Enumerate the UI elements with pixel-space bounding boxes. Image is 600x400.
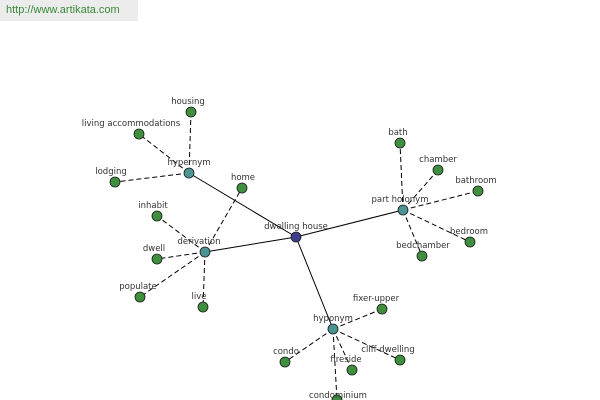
node-label-bedroom: bedroom [450, 227, 488, 237]
node-label-part-holonym: part holonym [372, 195, 429, 205]
node-dwelling-house[interactable] [290, 231, 302, 243]
labels-layer: dwelling house hypernym derivation part hol… [82, 97, 497, 400]
edge-part-holonym-to-bedchamber [402, 209, 423, 257]
node-lodging[interactable] [109, 176, 121, 188]
node-label-living-accommodations: living accommodations [82, 119, 181, 129]
edge-dwelling-house-to-part-holonym [295, 209, 404, 238]
node-hyponym[interactable] [327, 323, 339, 335]
edge-hyponym-to-condominium [332, 328, 338, 400]
edge-hyponym-to-condo [284, 328, 334, 363]
node-condo[interactable] [279, 356, 291, 368]
node-fixer-upper[interactable] [376, 303, 388, 315]
node-label-dwell: dwell [143, 244, 165, 254]
node-bath[interactable] [394, 137, 406, 149]
edge-dwelling-house-to-hyponym [295, 236, 334, 330]
node-part-holonym[interactable] [397, 204, 409, 216]
edge-derivation-to-populate [139, 251, 206, 298]
edge-hypernym-to-lodging [114, 172, 190, 183]
edge-part-holonym-to-bathroom [402, 190, 479, 211]
node-label-fixer-upper: fixer-upper [353, 294, 400, 304]
edge-hyponym-to-cliff-dwelling [332, 328, 401, 361]
node-label-populate: populate [119, 282, 157, 292]
node-dwell[interactable] [151, 253, 163, 265]
node-cliff-dwelling[interactable] [394, 354, 406, 366]
node-label-inhabit: inhabit [138, 201, 168, 211]
node-label-bedchamber: bedchamber [396, 241, 450, 251]
node-label-lodging: lodging [95, 167, 127, 177]
edge-part-holonym-to-chamber [402, 169, 439, 211]
node-bedroom[interactable] [464, 236, 476, 248]
node-chamber[interactable] [432, 164, 444, 176]
node-label-bath: bath [388, 128, 407, 138]
node-label-derivation: derivation [177, 237, 220, 247]
node-hypernym[interactable] [183, 167, 195, 179]
edge-dwelling-house-to-derivation [204, 236, 297, 253]
node-inhabit[interactable] [151, 210, 163, 222]
node-label-chamber: chamber [419, 155, 457, 165]
node-label-live: live [192, 292, 207, 302]
edges-layer [114, 111, 479, 400]
node-bathroom[interactable] [472, 185, 484, 197]
node-label-housing: housing [171, 97, 205, 107]
node-housing[interactable] [185, 106, 197, 118]
node-home[interactable] [236, 182, 248, 194]
edge-derivation-to-home [204, 187, 243, 253]
site-url-text: http://www.artikata.com [6, 4, 120, 16]
node-derivation[interactable] [199, 246, 211, 258]
nodes-layer [109, 106, 484, 400]
node-label-dwelling-house: dwelling house [264, 222, 328, 232]
node-condominium[interactable] [331, 394, 343, 400]
node-bedchamber[interactable] [416, 250, 428, 262]
edge-hypernym-to-living-accommodations [138, 133, 190, 174]
node-label-condo: condo [273, 347, 299, 357]
edge-derivation-to-inhabit [156, 215, 206, 253]
node-label-home: home [231, 173, 255, 183]
edge-hyponym-to-fixer-upper [332, 308, 383, 330]
edge-derivation-to-live [202, 251, 206, 308]
edge-derivation-to-dwell [156, 251, 206, 260]
node-label-hypernym: hypernym [167, 158, 210, 168]
edge-part-holonym-to-bath [399, 142, 404, 211]
node-living-accommodations[interactable] [133, 128, 145, 140]
node-label-bathroom: bathroom [455, 176, 496, 186]
node-populate[interactable] [134, 291, 146, 303]
node-label-condominium: condominium [309, 391, 367, 400]
node-live[interactable] [197, 301, 209, 313]
node-label-fireside: fireside [330, 355, 361, 365]
edge-dwelling-house-to-hypernym [188, 172, 297, 238]
edge-hypernym-to-housing [188, 111, 192, 174]
site-url-link[interactable]: http://www.artikata.com [0, 0, 138, 21]
node-fireside[interactable] [346, 364, 358, 376]
node-label-cliff-dwelling: cliff dwelling [361, 345, 414, 355]
edge-part-holonym-to-bedroom [402, 209, 471, 243]
node-label-hyponym: hyponym [313, 314, 353, 324]
